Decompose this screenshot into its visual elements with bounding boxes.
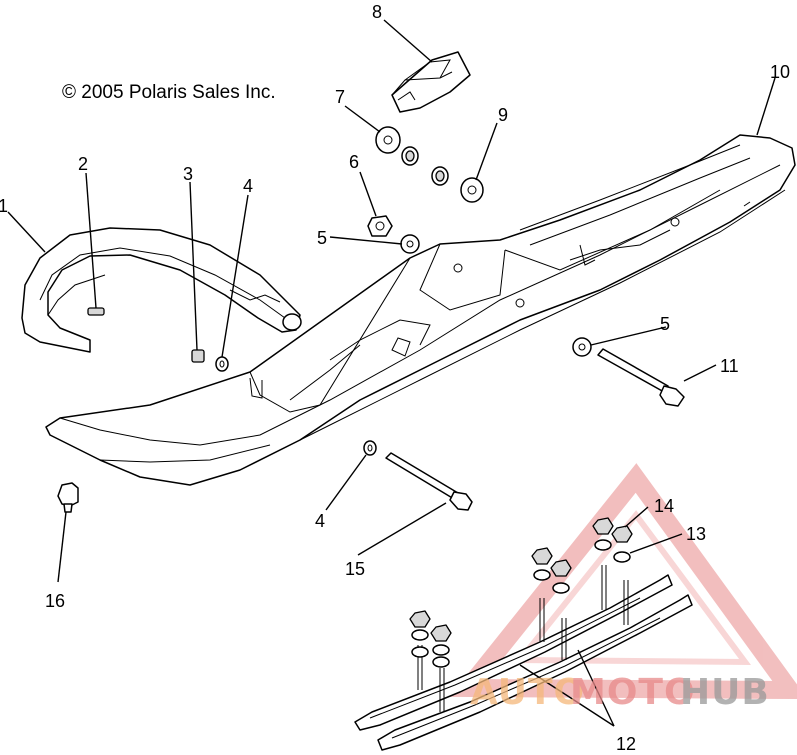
callout-4-lower: 4 (315, 511, 325, 531)
skag-rear (377, 594, 693, 751)
leader-lines (7, 19, 776, 727)
watermark-text-hub: HUB (680, 672, 770, 713)
callout-7: 7 (335, 87, 345, 107)
bushing-9 (431, 166, 484, 203)
washer-part-lower (363, 440, 377, 456)
watermark-text-moto: MOTO (570, 672, 696, 713)
callout-11: 11 (720, 356, 739, 376)
washer-part-upper (215, 356, 229, 372)
bolt-16 (57, 482, 79, 513)
bolt-11 (597, 348, 685, 407)
callout-2: 2 (78, 154, 88, 174)
callout-4-upper: 4 (243, 176, 253, 196)
callout-14: 14 (654, 496, 674, 516)
washer-5-upper (400, 234, 420, 254)
wear-block-8 (391, 51, 471, 113)
callout-5-upper: 5 (317, 228, 327, 248)
callout-10: 10 (770, 62, 790, 82)
callout-9: 9 (498, 105, 508, 125)
nut-part (191, 349, 205, 363)
callout-8: 8 (372, 2, 382, 22)
pin-part (87, 307, 105, 316)
callout-6: 6 (349, 152, 359, 172)
skag-front (354, 574, 673, 731)
callout-15: 15 (345, 559, 365, 579)
skag-studs (417, 565, 629, 712)
callout-13: 13 (686, 524, 706, 544)
watermark-text-auto: AUTO (470, 672, 585, 713)
watermark-text: AUTO MOTO HUB (470, 672, 770, 713)
nut-6 (367, 215, 393, 237)
cone-washer-7 (375, 126, 419, 166)
copyright-notice: © 2005 Polaris Sales Inc. (62, 82, 276, 103)
washer-5-lower (572, 337, 592, 357)
callout-3: 3 (183, 164, 193, 184)
watermark-logo (449, 463, 797, 700)
callout-12: 12 (616, 734, 636, 754)
bolt-15 (385, 452, 473, 511)
callout-16: 16 (45, 591, 65, 611)
ski-handle (21, 227, 302, 353)
callout-1: 1 (0, 196, 8, 216)
ski-body (45, 134, 796, 486)
stud-nuts (409, 517, 633, 668)
callout-5-lower: 5 (660, 314, 670, 334)
